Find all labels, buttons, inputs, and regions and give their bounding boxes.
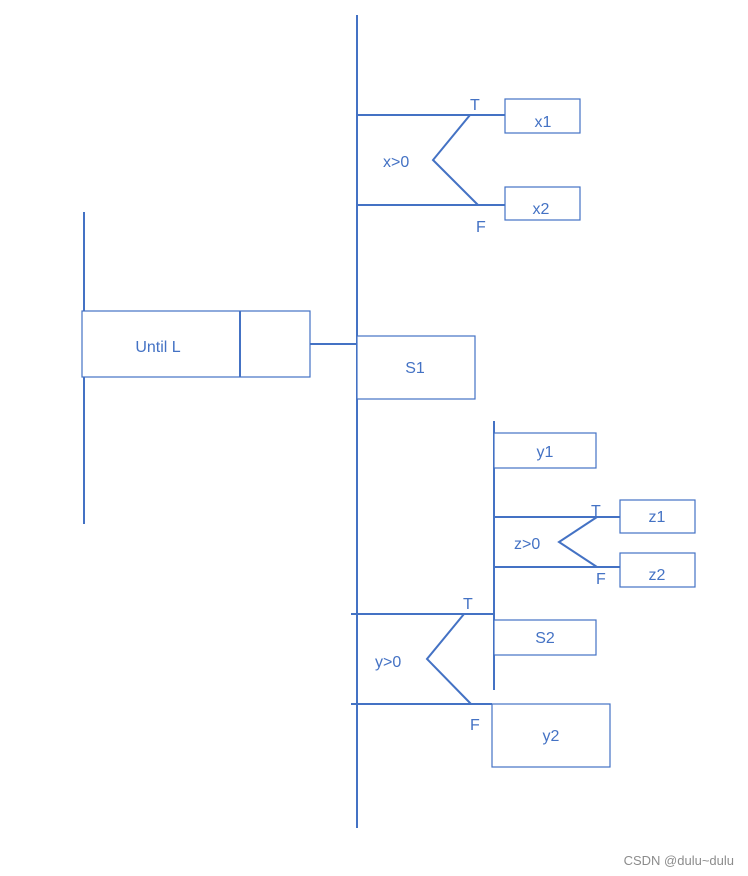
box-z2-label: z2 — [649, 567, 666, 584]
box-x1-label: x1 — [535, 114, 552, 131]
until-loop-box — [81, 310, 311, 378]
y-condition-chevron — [425, 613, 472, 705]
box-z1 — [619, 499, 696, 534]
box-x2 — [504, 186, 581, 221]
x-false-label: F — [476, 219, 486, 236]
box-y2-label: y2 — [543, 728, 560, 745]
y-false-label: F — [470, 717, 480, 734]
z-false-label: F — [596, 571, 606, 588]
box-z1-label: z1 — [649, 509, 666, 526]
box-s2-label: S2 — [535, 630, 555, 647]
box-s1-label: S1 — [405, 360, 425, 377]
x-condition-label: x>0 — [383, 154, 409, 171]
box-s1 — [356, 335, 476, 400]
watermark: CSDN @dulu~dulu — [623, 853, 734, 868]
box-z2 — [619, 552, 696, 588]
y-true-label: T — [463, 596, 473, 613]
box-y1 — [493, 432, 597, 469]
box-x2-label: x2 — [533, 201, 550, 218]
x-condition-chevron — [431, 114, 479, 206]
x-true-label: T — [470, 97, 480, 114]
box-y2 — [491, 703, 611, 768]
box-x1 — [504, 98, 581, 134]
z-condition-label: z>0 — [514, 536, 540, 553]
box-y1-label: y1 — [537, 444, 554, 461]
until-loop-label: Until L — [135, 339, 180, 356]
z-true-label: T — [591, 503, 601, 520]
z-condition-chevron — [557, 516, 598, 568]
box-s2 — [493, 619, 597, 656]
y-condition-label: y>0 — [375, 654, 401, 671]
